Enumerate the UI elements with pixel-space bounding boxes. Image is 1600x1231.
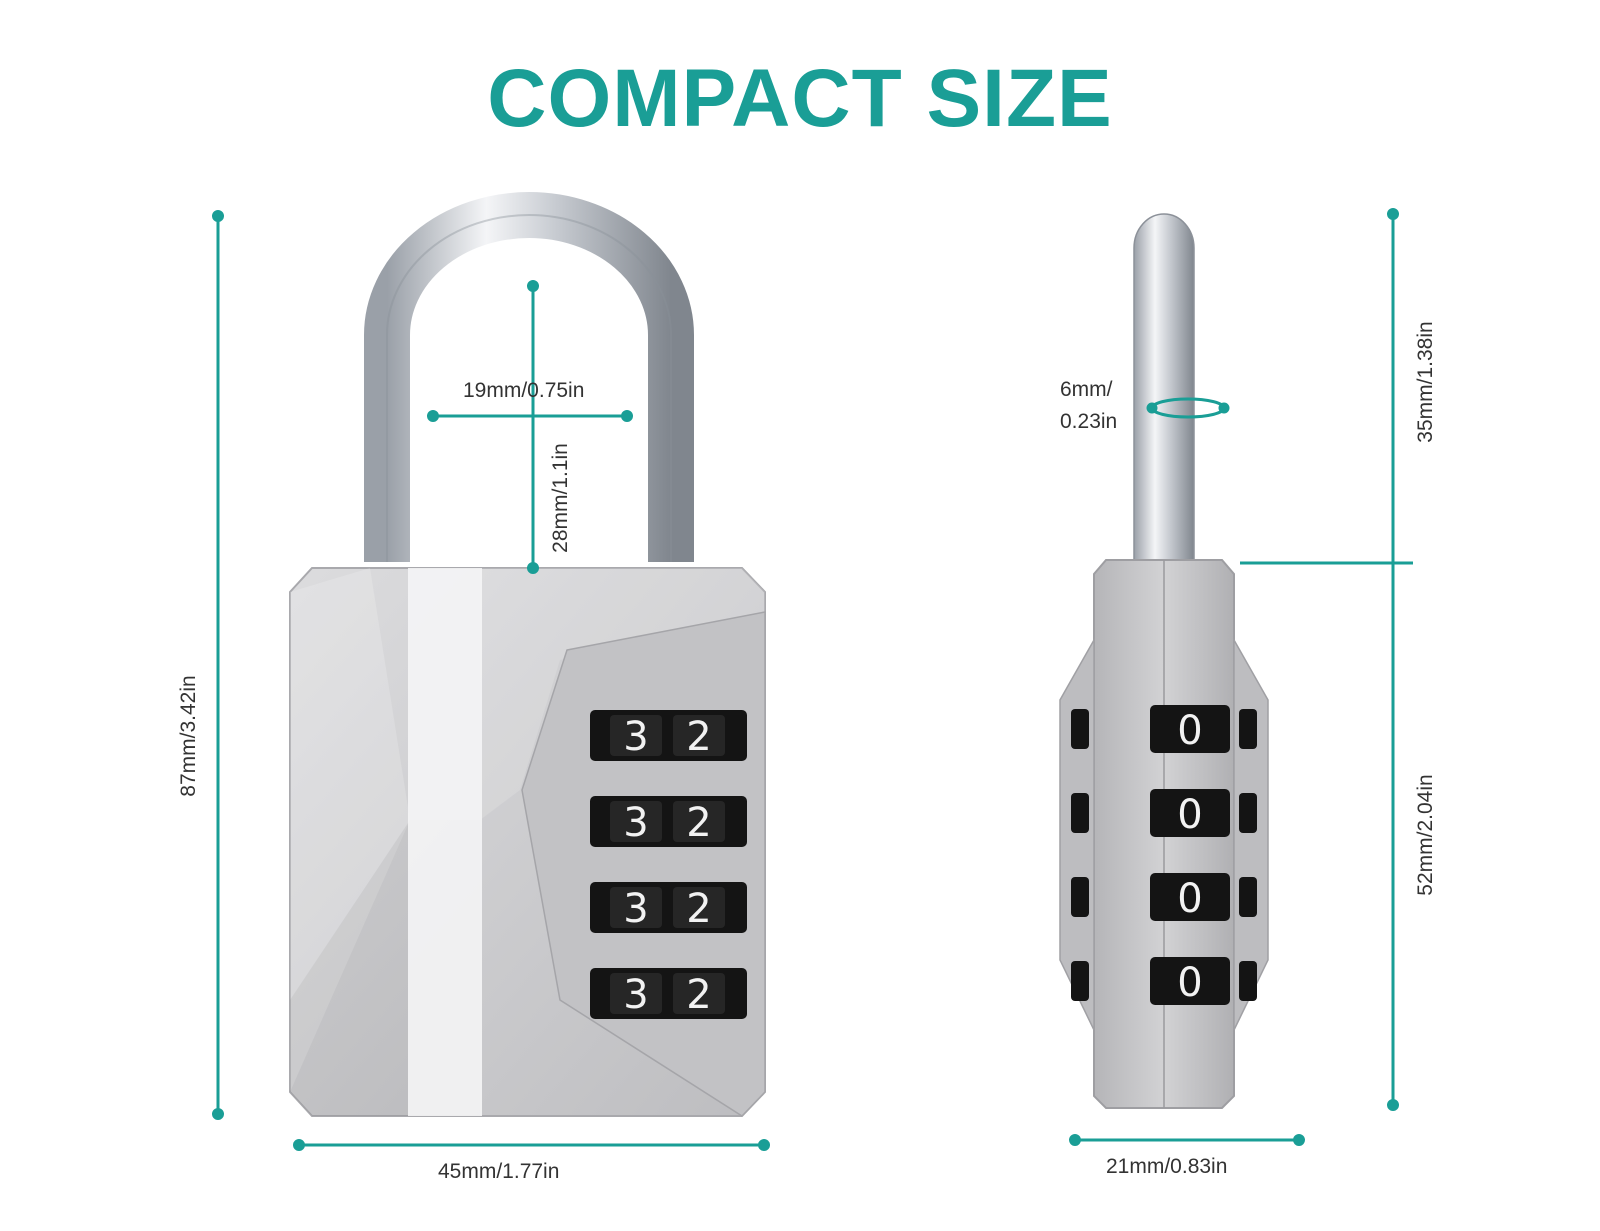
shackle-clearance-label: 28mm/1.1in: [549, 443, 572, 553]
front-width-label: 45mm/1.77in: [438, 1160, 560, 1183]
shackle-diameter-label-line1: 6mm/: [1060, 378, 1113, 401]
dimension-lines: [212, 208, 1413, 1151]
side-dials: 0 0 0 0: [1071, 705, 1257, 1006]
shackle-inner-width-label: 19mm/0.75in: [463, 379, 585, 402]
side-body-height-label: 52mm/2.04in: [1414, 774, 1437, 896]
side-dial-digit: 0: [1177, 960, 1202, 1006]
front-dial-digit: 3: [623, 972, 648, 1018]
front-dial-digit: 2: [686, 972, 711, 1018]
page-title: COMPACT SIZE: [487, 53, 1113, 144]
side-shackle-height-label: 35mm/1.38in: [1414, 321, 1437, 443]
front-dial-digit: 2: [686, 714, 711, 760]
side-dial[interactable]: 0: [1071, 705, 1257, 754]
side-depth-label: 21mm/0.83in: [1106, 1155, 1228, 1178]
side-dial[interactable]: 0: [1071, 957, 1257, 1006]
shackle-diameter-label-line2: 0.23in: [1060, 410, 1118, 433]
front-dial-digit: 3: [623, 886, 648, 932]
side-view: 0 0 0 0: [1059, 213, 1269, 1109]
front-dial-digit: 2: [686, 886, 711, 932]
front-shackle: [364, 192, 694, 562]
side-dial-digit: 0: [1177, 708, 1202, 754]
front-body-stripe: [408, 568, 482, 1116]
front-dial-digit: 2: [686, 800, 711, 846]
side-dial-digit: 0: [1177, 876, 1202, 922]
side-dial[interactable]: 0: [1071, 873, 1257, 922]
front-dial-digit: 3: [623, 714, 648, 760]
front-dial-digit: 3: [623, 800, 648, 846]
front-height-label: 87mm/3.42in: [177, 675, 200, 797]
side-dial-digit: 0: [1177, 792, 1202, 838]
side-dial[interactable]: 0: [1071, 789, 1257, 838]
side-shackle: [1133, 213, 1195, 561]
